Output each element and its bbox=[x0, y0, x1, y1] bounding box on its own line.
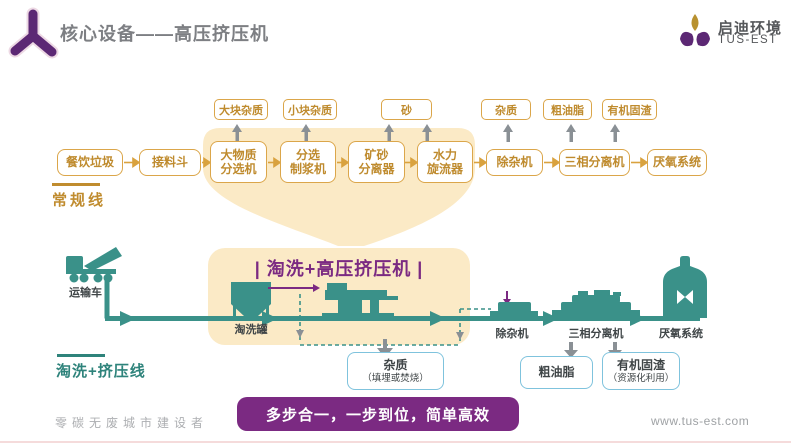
flow-box-sand-separator: 矿砂 分离器 bbox=[348, 141, 405, 183]
output-box-large-impurity: 大块杂质 bbox=[214, 99, 268, 120]
output-box-sand: 砂 bbox=[381, 99, 432, 120]
dashed-impurity-path bbox=[299, 294, 491, 346]
flow-box-large-sorter: 大物质 分选机 bbox=[210, 141, 267, 183]
truck-label: 运输车 bbox=[69, 287, 102, 299]
footer-slogan: 零碳无废城市建设者 bbox=[55, 416, 209, 430]
purple-down-arrow bbox=[503, 291, 511, 305]
logo-text-en: TUS-EST bbox=[718, 34, 778, 46]
output-box-impurity: 杂质 bbox=[481, 99, 531, 120]
output-box-crude-grease: 粗油脂 bbox=[543, 99, 592, 120]
wash-output-organic-title: 有机固渣 bbox=[616, 357, 665, 372]
anaerobic-tank-icon bbox=[663, 256, 707, 318]
tus-est-logo-icon bbox=[680, 14, 710, 47]
wash-line-arrowheads bbox=[120, 311, 646, 326]
output-box-organic-residue: 有机固渣 bbox=[602, 99, 657, 120]
wash-output-impurity-title: 杂质 bbox=[383, 357, 408, 372]
purple-transfer-arrow bbox=[268, 284, 320, 292]
wash-output-organic-note: （资源化利用） bbox=[607, 372, 675, 384]
wash-output-organic: 有机固渣 （资源化利用） bbox=[602, 352, 680, 390]
three-phase-label: 三相分离机 bbox=[568, 328, 624, 340]
anaerobic-label: 厌氧系统 bbox=[659, 328, 703, 340]
truck-icon bbox=[66, 247, 122, 283]
flow-box-three-phase: 三相分离机 bbox=[559, 149, 630, 176]
conventional-line-label: 常规线 bbox=[52, 192, 107, 209]
extruder-machine-icon bbox=[322, 283, 398, 317]
wash-output-impurity: 杂质 （填埋或焚烧） bbox=[347, 352, 444, 390]
wash-output-grease: 粗油脂 bbox=[520, 356, 593, 389]
flow-box-food-waste: 餐饮垃圾 bbox=[57, 149, 123, 176]
flow-box-hopper: 接料斗 bbox=[139, 149, 201, 176]
footer-url: www.tus-est.com bbox=[651, 414, 750, 428]
gray-up-arrows bbox=[232, 124, 620, 142]
flow-box-anaerobic: 厌氧系统 bbox=[647, 149, 707, 176]
impurity-remover-icon bbox=[490, 302, 538, 317]
summary-banner: 多步合一，一步到位，简单高效 bbox=[237, 397, 519, 431]
page-title: 核心设备——高压挤压机 bbox=[60, 24, 269, 44]
washing-tank-icon bbox=[231, 282, 271, 318]
conventional-label-rule bbox=[52, 183, 100, 186]
flow-box-pulper: 分选 制浆机 bbox=[280, 141, 336, 183]
wash-highlight-label: | 淘洗+高压挤压机 | bbox=[254, 259, 424, 279]
wash-line-label: 淘洗+挤压线 bbox=[56, 363, 146, 380]
flow-box-impurity-remover: 除杂机 bbox=[486, 149, 543, 176]
wash-output-impurity-note: （填埋或焚烧） bbox=[362, 372, 429, 384]
impurity-remover-label: 除杂机 bbox=[495, 328, 529, 340]
wash-line-path bbox=[104, 278, 700, 321]
washing-tank-label: 淘洗罐 bbox=[234, 324, 268, 336]
wash-output-grease-title: 粗油脂 bbox=[538, 365, 575, 379]
three-phase-separator-icon bbox=[552, 290, 640, 317]
logo-text-cn: 启迪环境 bbox=[718, 20, 783, 37]
wash-label-rule bbox=[57, 354, 105, 357]
trefoil-logo-icon bbox=[8, 7, 59, 59]
output-box-small-impurity: 小块杂质 bbox=[283, 99, 337, 120]
flow-box-hydrocyclone: 水力 旋流器 bbox=[417, 141, 473, 183]
